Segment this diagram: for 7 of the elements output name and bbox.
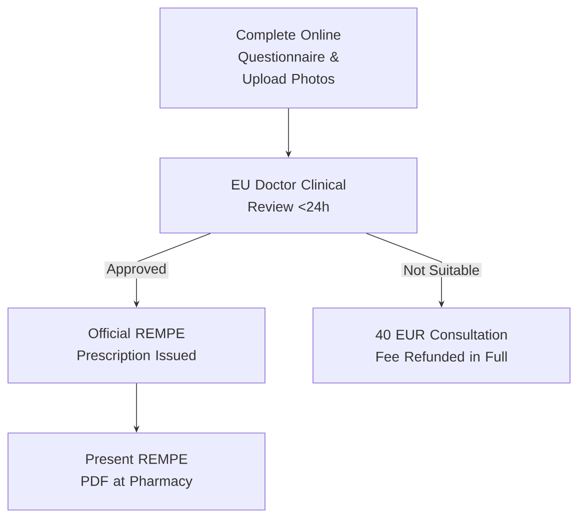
process-box: Complete Online Questionnaire & Upload Photos (160, 8, 418, 108)
process-box: 40 EUR Consultation Fee Refunded in Full (312, 308, 570, 384)
process-box: Official REMPE Prescription Issued (8, 308, 266, 384)
process-box: Present REMPE PDF at Pharmacy (8, 432, 266, 510)
edge-label: Approved (104, 261, 168, 279)
process-box: EU Doctor Clinical Review <24h (160, 158, 418, 234)
edge-label: Not Suitable (401, 262, 482, 278)
